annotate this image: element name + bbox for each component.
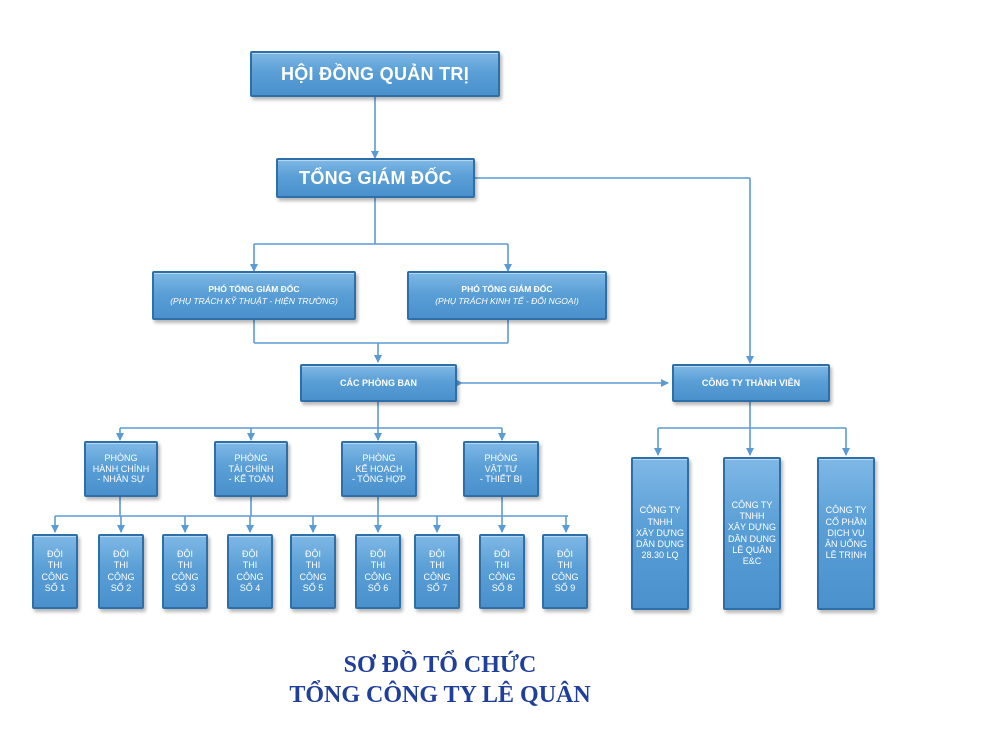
department-line: PHÒNG <box>484 453 518 464</box>
company-line: DÂN DỤNG <box>635 539 684 550</box>
team-line: ĐỘI <box>112 549 129 559</box>
team-line: ĐỘI <box>304 549 321 559</box>
team-line: CÔNG <box>423 571 451 582</box>
team-line: CÔNG <box>299 571 327 582</box>
ceo-box: TỔNG GIÁM ĐỐC <box>276 158 475 198</box>
department-line: - NHÂN SỰ <box>97 474 145 485</box>
company-line: E&C <box>742 556 762 566</box>
team-line: CÔNG <box>107 571 135 582</box>
department-line: PHÒNG <box>104 453 138 464</box>
team-line: SỐ 1 <box>44 582 66 593</box>
company-line: TNHH <box>739 511 765 521</box>
member-companies-hub-box: CÔNG TY THÀNH VIÊN <box>672 364 830 402</box>
team-line: SỐ 5 <box>302 582 324 593</box>
footer-title-line2: TỔNG CÔNG TY LÊ QUÂN <box>289 682 591 708</box>
department-line: - TỔNG HỢP <box>351 474 407 485</box>
department-line: - THIẾT BỊ <box>479 474 523 485</box>
team-line: CÔNG <box>364 571 392 582</box>
board-box: HỘI ĐỒNG QUẢN TRỊ <box>250 51 500 97</box>
company-line: CỔ PHẦN <box>825 516 867 527</box>
team-line: ĐỘI <box>369 549 386 559</box>
company-line: DÂN DỤNG <box>727 533 776 544</box>
team-line: CÔNG <box>171 571 199 582</box>
department-planning-box: PHÒNG KẾ HOẠCH - TỔNG HỢP <box>341 441 417 497</box>
company-line: CÔNG TY <box>825 505 867 516</box>
team-line: THI <box>47 560 63 571</box>
team-line: THI <box>557 560 573 571</box>
department-line: TÀI CHÍNH <box>228 463 274 474</box>
department-materials-box: PHÒNG VẬT TƯ - THIẾT BỊ <box>463 441 539 497</box>
team-line: CÔNG <box>41 571 69 582</box>
team-line: SỐ 3 <box>174 582 196 593</box>
department-admin-hr-box: PHÒNG HÀNH CHÍNH - NHÂN SỰ <box>84 441 158 497</box>
department-line: KẾ HOẠCH <box>355 463 403 474</box>
team-line: ĐỘI <box>176 549 193 559</box>
vp-economic-box: PHÓ TỔNG GIÁM ĐỐC (PHỤ TRÁCH KINH TẾ - Đ… <box>407 271 607 320</box>
vp-technical-box: PHÓ TỔNG GIÁM ĐỐC (PHỤ TRÁCH KỸ THUẬT - … <box>152 271 356 320</box>
footer-title-line1: SƠ ĐỒ TỔ CHỨC <box>343 652 537 678</box>
ceo-label: TỔNG GIÁM ĐỐC <box>299 167 452 188</box>
team-line: THI <box>242 560 258 571</box>
departments-hub-box: CÁC PHÒNG BAN <box>300 364 457 402</box>
team-line: THI <box>494 560 510 571</box>
board-label: HỘI ĐỒNG QUẢN TRỊ <box>280 63 470 84</box>
company-line: XÂY DỰNG <box>635 527 685 538</box>
team-line: CÔNG <box>488 571 516 582</box>
company-line: LÊ QUÂN <box>732 544 772 555</box>
member-companies-hub-label: CÔNG TY THÀNH VIÊN <box>701 377 801 388</box>
vp-economic-subtitle: (PHỤ TRÁCH KINH TẾ - ĐỐI NGOẠI) <box>435 295 579 306</box>
team-line: THI <box>113 560 129 571</box>
team-line: ĐỘI <box>46 549 63 559</box>
department-finance-box: PHÒNG TÀI CHÍNH - KẾ TOÁN <box>214 441 288 497</box>
vp-economic-title: PHÓ TỔNG GIÁM ĐỐC <box>461 283 553 294</box>
vp-technical-subtitle: (PHỤ TRÁCH KỸ THUẬT - HIỆN TRƯỜNG) <box>170 295 338 306</box>
department-line: VẬT TƯ <box>484 463 518 474</box>
department-line: PHÒNG <box>234 453 268 464</box>
team-line: SỐ 9 <box>554 582 576 593</box>
team-line: SỐ 4 <box>239 582 261 593</box>
department-line: HÀNH CHÍNH <box>92 463 150 474</box>
company-line: CÔNG TY <box>731 499 773 510</box>
company-line: LÊ TRỊNH <box>825 550 867 561</box>
team-line: ĐỘI <box>428 549 445 559</box>
team-line: THI <box>370 560 386 571</box>
departments-hub-label: CÁC PHÒNG BAN <box>339 377 417 388</box>
company-line: CÔNG TY <box>639 505 681 516</box>
team-line: SỐ 2 <box>110 582 132 593</box>
team-line: THI <box>177 560 193 571</box>
team-line: THI <box>429 560 445 571</box>
team-line: THI <box>305 560 321 571</box>
team-line: CÔNG <box>551 571 579 582</box>
team-line: SỐ 6 <box>367 582 389 593</box>
company-line: ĂN UỐNG <box>824 539 867 550</box>
team-line: CÔNG <box>236 571 264 582</box>
vp-technical-title: PHÓ TỔNG GIÁM ĐỐC <box>208 283 300 294</box>
company-line: TNHH <box>647 516 673 527</box>
team-line: ĐỘI <box>556 549 573 559</box>
company-line: DỊCH VỤ <box>827 527 865 538</box>
team-line: SỐ 8 <box>491 582 513 593</box>
team-line: SỐ 7 <box>426 582 448 593</box>
department-line: - KẾ TOÁN <box>228 474 274 485</box>
team-line: ĐỘI <box>241 549 258 559</box>
team-line: ĐỘI <box>493 549 510 559</box>
company-line: XÂY DỰNG <box>727 522 777 533</box>
company-line: 28.30 LQ <box>641 550 679 561</box>
department-line: PHÒNG <box>362 453 396 464</box>
